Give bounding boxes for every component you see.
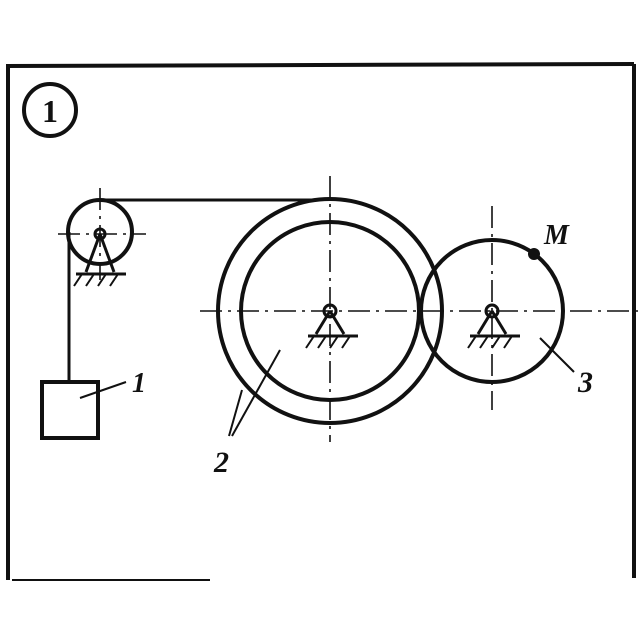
label-gear: 3 — [577, 366, 593, 399]
rope — [67, 198, 320, 382]
point-m-marker — [528, 248, 540, 260]
pulley-support-icon — [73, 227, 126, 287]
figure-number-badge: 1 — [22, 82, 78, 138]
figure-number: 1 — [42, 93, 58, 129]
gear-support-icon — [467, 303, 520, 349]
wheel-support-icon — [305, 303, 358, 349]
pulley — [58, 188, 146, 287]
label-point: M — [543, 220, 570, 251]
label-body: 1 — [132, 368, 146, 399]
label-stepped-wheel: 2 — [213, 446, 229, 479]
load-body: 1 — [40, 368, 146, 440]
gear-wheel: 3 M — [419, 206, 593, 410]
stepped-wheel: 2 — [200, 176, 640, 479]
figure-frame — [5, 62, 636, 581]
